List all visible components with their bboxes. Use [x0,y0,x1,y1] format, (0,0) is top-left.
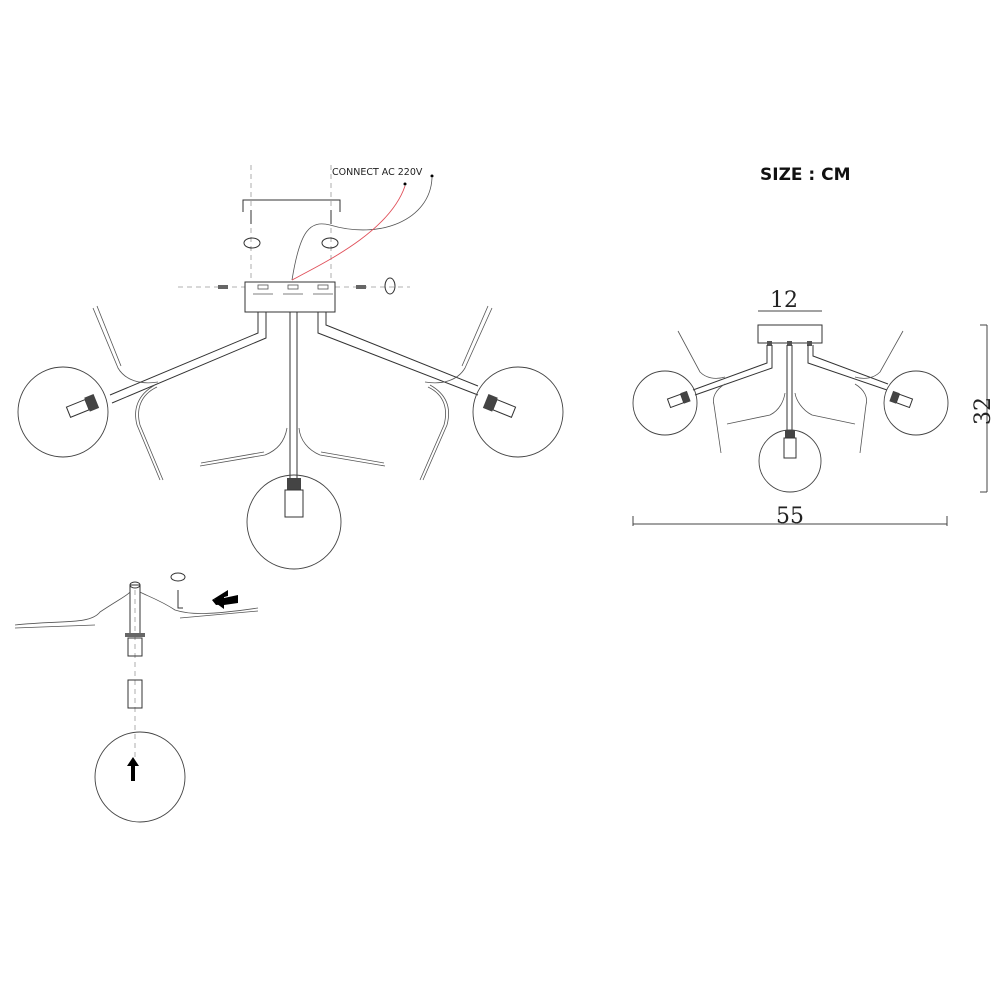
key-icon [177,590,183,609]
globe-right [472,366,564,458]
assembly-detail [14,572,259,823]
canopy-width-label: 12 [770,288,798,313]
mounting-bracket [242,199,341,212]
bulb-icon [482,394,517,418]
light-arms [92,305,493,481]
anchor-icon [170,572,186,582]
live-wire [291,185,406,281]
overall-height-label: 32 [971,397,996,425]
side-screw-icon [356,285,366,289]
canopy [244,281,336,313]
side-screw-icon [218,285,228,289]
bulb-icon [127,679,143,709]
arrow-up-icon [127,757,139,781]
globe-right [883,370,949,436]
globe-left [17,366,109,458]
size-label: SIZE : CM [760,165,851,185]
globe-center [758,429,822,493]
anchor-icon [321,237,339,249]
bulb-icon [65,394,100,418]
wiring-label: CONNECT AC 220V [332,167,423,178]
globes [17,366,564,570]
mounting-assembly: CONNECT AC 220V [178,165,434,313]
side-cap-icon [384,277,396,295]
bulb-icon [284,478,304,518]
globe-center [246,474,342,570]
arrow-left-icon [213,594,238,609]
anchor-icon [243,237,261,249]
overall-width-label: 55 [776,504,804,529]
dimension-view: SIZE : CM 12 55 32 [632,165,996,529]
neutral-wire [291,177,433,281]
globe-detail [94,731,186,823]
globe-left [632,370,698,436]
